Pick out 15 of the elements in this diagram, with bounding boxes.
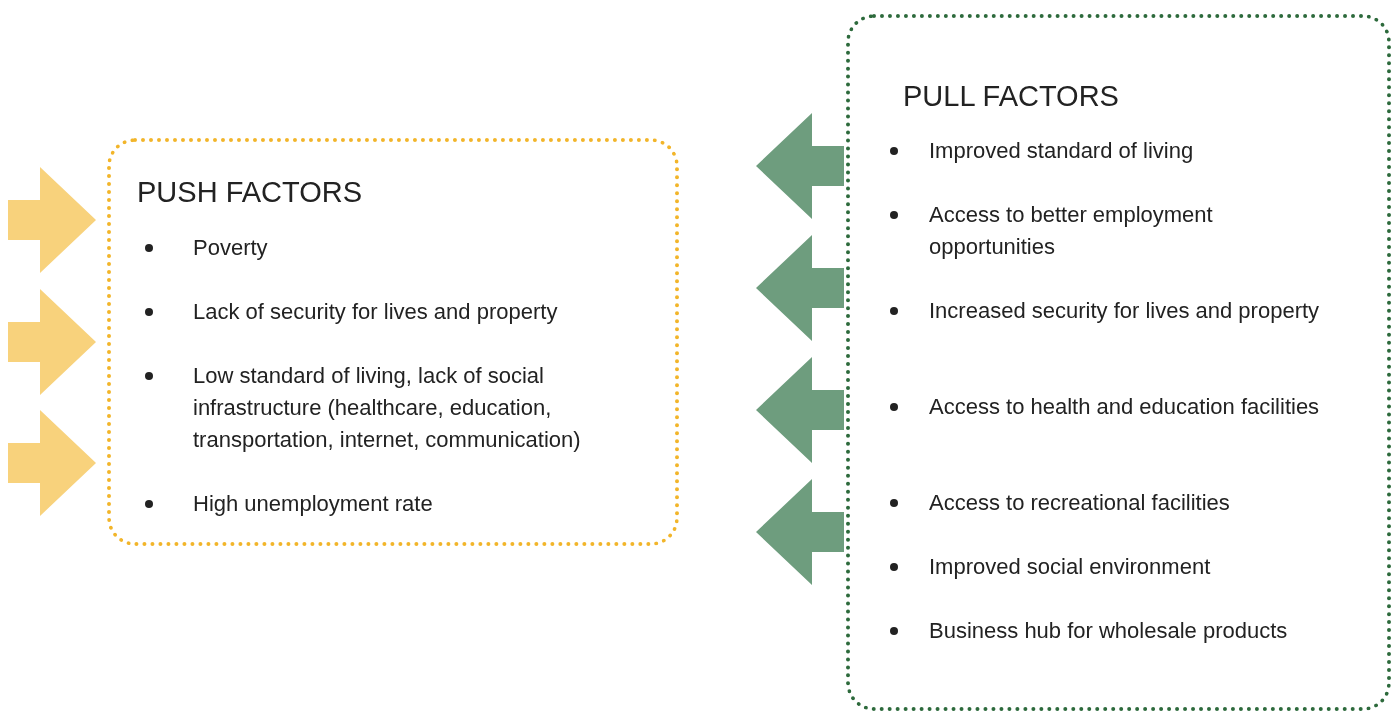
list-item-text: Access to better employment opportunities <box>929 201 1214 261</box>
list-item-text: Improved standard of living <box>929 137 1195 165</box>
dotted-box <box>107 138 679 546</box>
list-item-text: Access to recreational facilities <box>929 489 1231 517</box>
list-item-text: Increased security for lives and property <box>929 297 1321 325</box>
dotted-box <box>846 14 1391 711</box>
list-item-text: Poverty <box>193 234 269 262</box>
list-item-text: Low standard of living, lack of social infrastructure (healthcare, education, transportation, internet, communication) <box>193 362 582 454</box>
heading: PUSH FACTORS <box>137 176 363 209</box>
list-item-text: Access to health and education facilities <box>929 393 1321 421</box>
list-item-text: High unemployment rate <box>193 490 434 518</box>
list-item-text: Improved social environment <box>929 553 1212 581</box>
list-item-text: Business hub for wholesale products <box>929 617 1289 645</box>
heading: PULL FACTORS <box>903 80 1119 113</box>
list-item-text: Lack of security for lives and property <box>193 298 559 326</box>
